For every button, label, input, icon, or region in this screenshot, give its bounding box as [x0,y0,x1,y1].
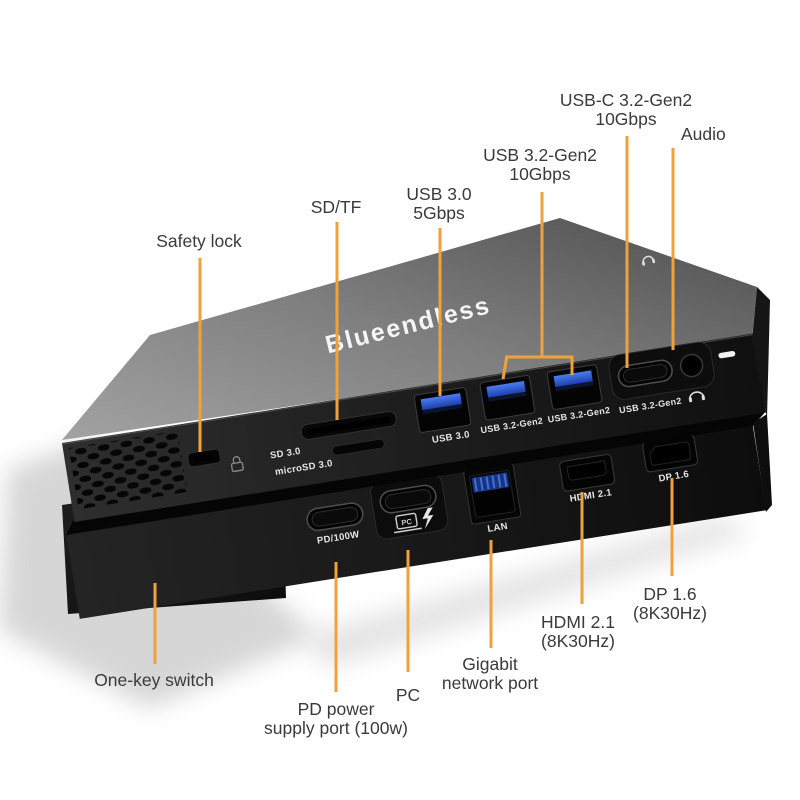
lower-unit-right-face [753,414,772,512]
callout-label-usb-c: USB-C 3.2-Gen2 10Gbps [559,90,693,129]
upper-unit-right-face [752,287,770,418]
callout-label-sd-tf: SD/TF [310,197,362,217]
led-indicator [718,350,736,359]
pc-icon: PC [394,512,422,534]
sd-slot-label: SD 3.0 [269,446,301,462]
callout-label-safety-lock: Safety lock [156,231,242,251]
callout-label-one-key: One-key switch [94,670,214,690]
hdmi-port: HDMI 2.1 [559,453,616,505]
callout-label-usb-32: USB 3.2-Gen2 10Gbps [483,145,597,184]
dp-port-label: DP 1.6 [658,469,690,485]
sd-card-slot: SD 3.0 [269,411,397,462]
callout-line-usb32-bracket [501,192,574,380]
lightning-icon [422,507,434,529]
callout-label-audio: Audio [681,124,726,144]
callout-label-usb-30: USB 3.0 5Gbps [406,184,472,223]
vent-grid-upper [68,430,188,510]
headphone-icon [688,391,706,403]
dp-port: DP 1.6 [642,434,699,485]
callout-label-hdmi: HDMI 2.1 (8K30Hz) [541,612,615,651]
callout-label-gigabit: Gigabit network port [441,654,539,693]
lan-port: LAN [463,463,522,535]
usbc-gen2-port [617,359,673,388]
lan-port-label: LAN [487,521,509,535]
lower-unit-front-face: PD/100W PC LAN [66,423,767,619]
callout-label-pd: PD power supply port (100w) [264,699,408,738]
security-lock-slot [187,448,244,473]
pc-icon-label: PC [401,517,413,528]
unit-seam [66,410,767,535]
callout-lines [153,136,675,692]
callout-label-pc: PC [395,685,421,705]
audio-icon [641,255,656,266]
upper-unit-top-face [62,218,757,440]
upper-unit-front-face: SD 3.0 microSD 3.0 USB 3.0 USB 3.2-Gen2 … [62,333,766,523]
lock-icon [230,456,244,473]
callout-label-dp: DP 1.6 (8K30Hz) [633,584,707,623]
pc-usbc-port: PC [370,473,449,540]
